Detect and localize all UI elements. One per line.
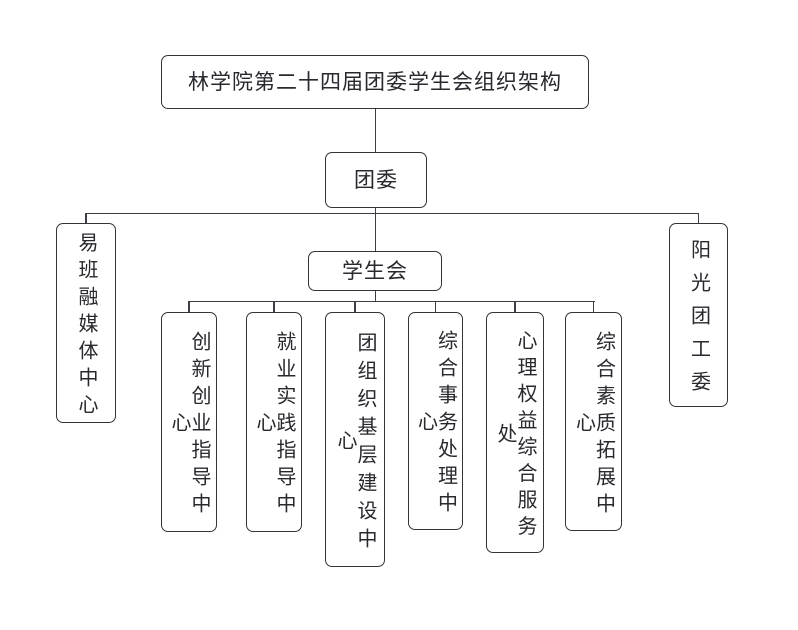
connector-center3-stub — [354, 301, 356, 312]
youth-league-committee-node: 团委 — [325, 152, 427, 208]
innovation-entrepreneurship-center-node: 创新创业指导中心 — [161, 312, 217, 532]
general-affairs-center-node: 综合事务处理中心 — [408, 312, 463, 530]
connector-level1-horizontal — [85, 212, 699, 214]
student-union-node: 学生会 — [308, 251, 442, 291]
yiban-media-center-node: 易班融媒体中心 — [56, 223, 116, 423]
connector-sunshine-stub — [697, 213, 700, 224]
connector-center5-stub — [514, 301, 516, 312]
connector-center6-stub — [592, 301, 595, 312]
connector-title-to-league — [374, 109, 376, 152]
employment-practice-center-node: 就业实践指导中心 — [246, 312, 302, 532]
connector-union-stub — [374, 291, 377, 301]
connector-center4-stub — [434, 301, 437, 312]
sunshine-league-work-committee-node: 阳光团工委 — [669, 223, 728, 407]
psychological-rights-service-office-node: 心理权益综合服务处 — [486, 312, 544, 553]
connector-league-to-union — [374, 208, 376, 251]
league-grassroots-building-center-node: 团组织基层建设中心 — [325, 312, 385, 567]
connector-yiban-stub — [85, 213, 87, 224]
connector-center2-stub — [273, 301, 275, 312]
connector-level3-horizontal — [188, 300, 595, 302]
root-title-node: 林学院第二十四届团委学生会组织架构 — [161, 55, 589, 109]
connector-center1-stub — [188, 301, 190, 312]
comprehensive-quality-development-center-node: 综合素质拓展中心 — [565, 312, 622, 531]
